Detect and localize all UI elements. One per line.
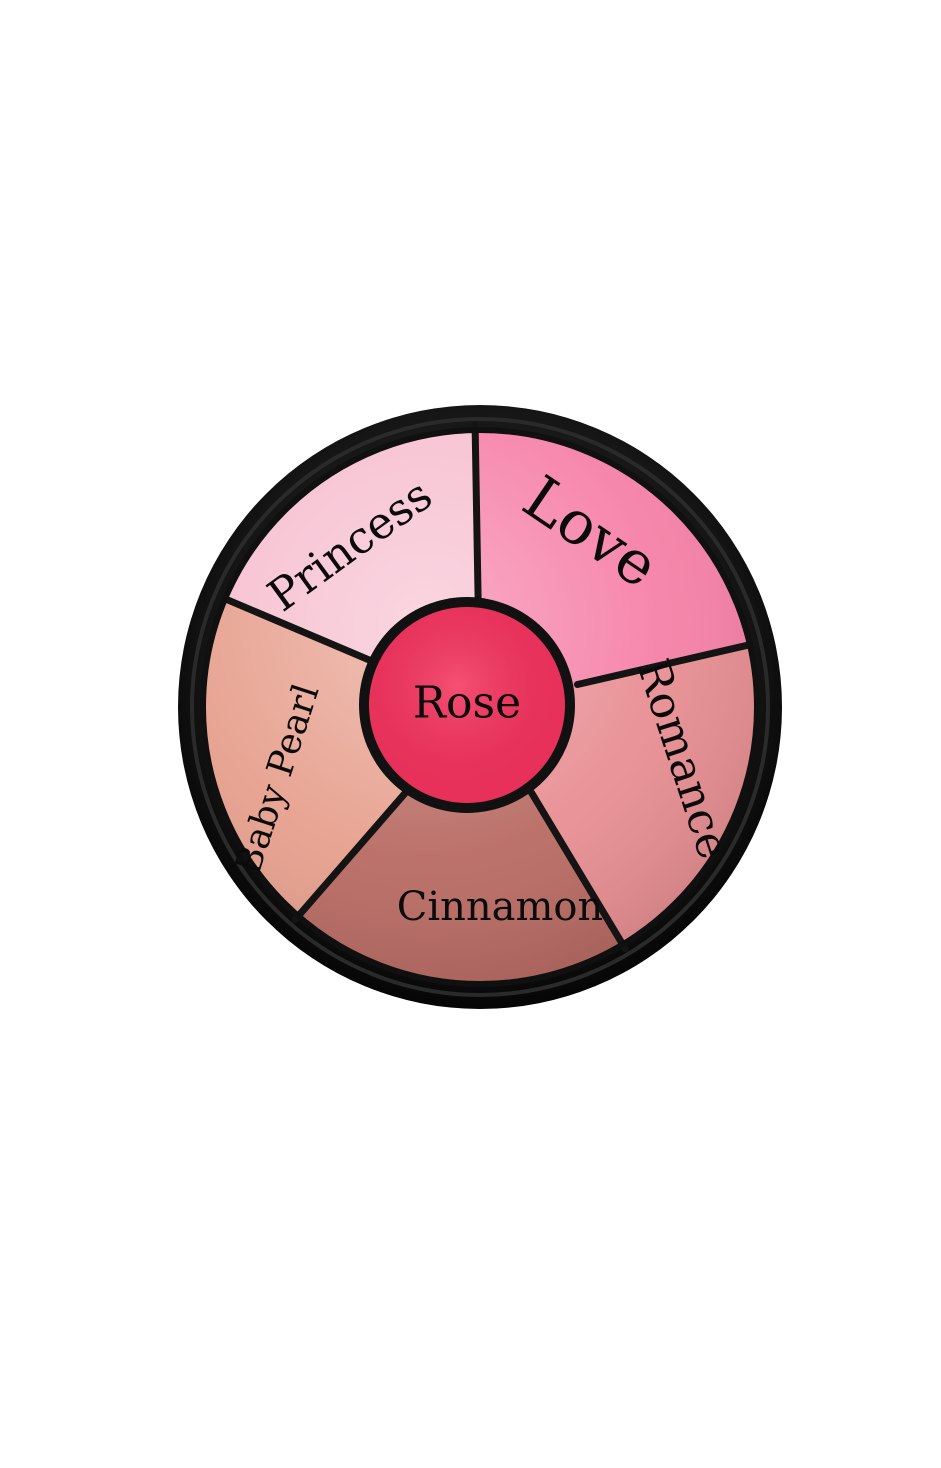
pan-divider — [471, 421, 482, 611]
shade-label-rose: Rose — [413, 678, 521, 729]
pan-divider — [573, 640, 759, 689]
palette-case-rim — [190, 417, 770, 997]
pan-edge — [200, 427, 760, 987]
pan-divider — [528, 789, 629, 953]
pan-divider — [216, 593, 392, 672]
shade-label-cinnamon: Cinnamon — [397, 884, 604, 930]
center-pan-gloss — [369, 607, 565, 803]
pan-divider — [291, 778, 418, 924]
